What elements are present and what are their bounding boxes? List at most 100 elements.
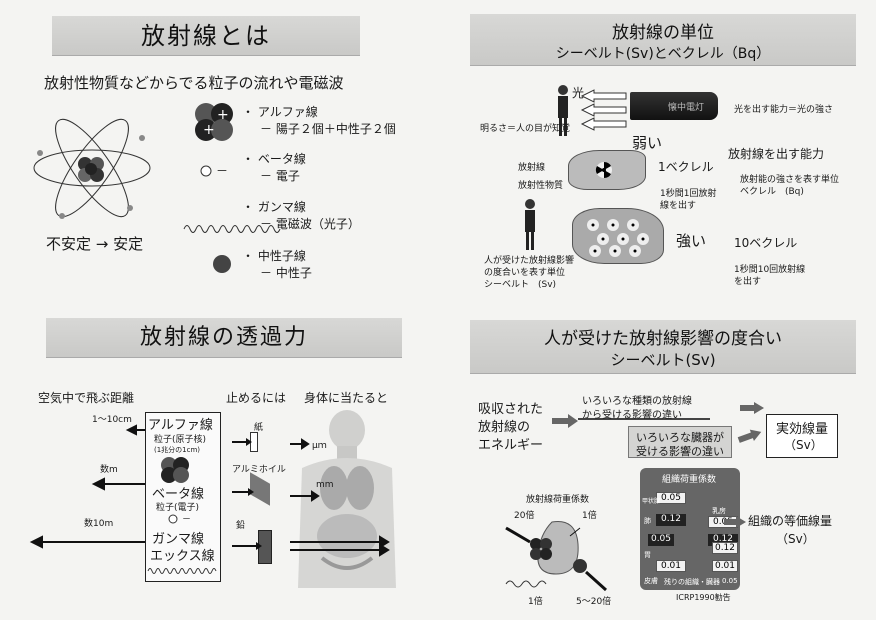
person-icon [558, 85, 568, 136]
micrometer-label: μｍ [312, 441, 327, 451]
stability-text: 不安定 → 安定 [46, 235, 144, 253]
radiation-weight-label: 放射線荷重係数 [526, 495, 590, 505]
section-title: 放射線とは [141, 22, 271, 50]
alpha-size: (1兆分の1cm) [154, 446, 201, 454]
paper-label: 紙 [254, 423, 264, 433]
radiation-icon [587, 219, 649, 257]
radiation-label: 放射線 [518, 163, 546, 173]
organ-illustration [505, 520, 608, 592]
organs-box [628, 426, 732, 458]
emit-power-desc-1: 放射能の強さを表す単位 [740, 175, 840, 185]
radiation-types-box [145, 412, 221, 582]
beta-particle: 粒子(電子) [156, 503, 200, 513]
effective-dose-2: （Sv） [784, 438, 823, 452]
effective-dose-1: 実効線量 [776, 422, 829, 437]
emit-power-desc-2: ベクレル (Bq) [740, 187, 804, 197]
svg-text:+: + [203, 122, 215, 138]
kinds-line-1: いろいろな種類の放射線 [582, 396, 692, 407]
tissue-label-skin: 皮膚 [644, 577, 658, 585]
beta-name: ベータ線 [152, 487, 205, 502]
icrp-label: ICRP1990勧告 [676, 593, 731, 602]
organs-line-1: いろいろな臓器が [636, 431, 724, 444]
sv-desc-3: シーベルト (Sv) [484, 280, 557, 290]
tissue-remainder-value: 0.05 [722, 577, 738, 585]
tissue-value-bone: 0.01 [712, 560, 738, 572]
radioactive-label: 放射性物質 [518, 181, 564, 191]
tissue-label-lung: 肺 [644, 517, 651, 525]
absorbed-1: 吸収された [478, 402, 544, 417]
section-banner-units: 放射線の単位 シーベルト(Sv)とベクレル（Bq） [470, 14, 856, 66]
neutron-ray-desc: － 中性子 [260, 266, 312, 280]
tissue-value-skin: 0.01 [656, 560, 686, 572]
organs-line-2: 受ける影響の違い [636, 445, 724, 458]
flashlight-label: 懐中電灯 [668, 103, 705, 113]
beta-range: 数m [100, 465, 118, 475]
w5-20-label: 5～20倍 [576, 597, 612, 607]
flow-arrow [740, 402, 764, 414]
range-arrows [29, 424, 146, 549]
flow-arrow [552, 414, 578, 428]
section-banner-penetration: 放射線の透過力 [46, 318, 402, 358]
absorbed-3: エネルギー [478, 438, 544, 453]
tissue-value-lung: 0.12 [656, 514, 686, 526]
air-distance-label: 空気中で飛ぶ距離 [38, 391, 135, 405]
section-banner-effect: 人が受けた放射線影響の度合い シーベルト(Sv) [470, 320, 856, 374]
xray-name: エックス線 [150, 549, 215, 564]
tissue-label-stomach: 胃 [644, 551, 651, 559]
tissue-label-breast: 乳房 [712, 507, 726, 515]
flow-arrow [724, 516, 746, 528]
ten-bq-desc-1: 1秒間10回放射線 [734, 265, 806, 275]
flow-arrow [737, 429, 762, 443]
tissue-weight-label: 組織荷重係数 [662, 475, 717, 485]
neutron-ray-label: ・ 中性子線 [242, 249, 306, 263]
radioactive-rock-large [572, 208, 664, 264]
alpha-arrow [232, 438, 252, 446]
tissue-value-colon: 0.12 [712, 542, 738, 554]
svg-text:+: + [217, 107, 229, 123]
alpha-ray-label: ・ アルファ線 [242, 105, 318, 119]
light-label: 光 [572, 86, 585, 100]
weak-label: 弱い [632, 134, 663, 152]
ten-bq-desc-2: を出す [734, 277, 762, 287]
tissue-label-remainder: 残りの組織・臓器 [664, 578, 720, 586]
kinds-line-2: から受ける影響の違い [582, 410, 682, 421]
one-bq-label: 1ベクレル [658, 160, 714, 174]
section-title: 放射線の単位 [612, 23, 714, 43]
kinds-box [578, 388, 710, 420]
penetration-arrows [290, 438, 390, 557]
tissue-value-stomach: 0.05 [648, 534, 674, 546]
w1-top-label: 1倍 [582, 511, 597, 521]
millimeter-label: mm [316, 480, 334, 490]
light-arrows-icon [580, 89, 627, 131]
tissue-value-thyroid: 0.05 [656, 492, 686, 504]
wave-icon [147, 568, 217, 574]
section-title: 放射線の透過力 [139, 325, 308, 350]
beta-ray-desc: － 電子 [260, 169, 300, 183]
beta-ray-label: ・ ベータ線 [242, 152, 306, 166]
q1-subtitle: 放射性物質などからでる粒子の流れや電磁波 [44, 74, 344, 92]
aluminum-label: アルミホイル [232, 465, 286, 475]
body-hit-label: 身体に当たると [304, 391, 389, 405]
section-subtitle: シーベルト(Sv)とベクレル（Bq） [555, 46, 771, 62]
gamma-ray-desc: － 電磁波（光子） [260, 217, 360, 231]
lead-label: 鉛 [236, 521, 246, 531]
equivalent-dose-2: （Sv） [776, 532, 815, 546]
one-bq-desc-2: 線を出す [660, 201, 697, 211]
alpha-name: アルファ線 [148, 418, 213, 433]
sv-desc-1: 人が受けた放射線影響 [484, 256, 575, 266]
emit-power-label: 放射線を出す能力 [728, 147, 825, 161]
radiation-icon [595, 161, 612, 179]
absorbed-2: 放射線の [478, 420, 531, 435]
wave-icon [183, 225, 281, 233]
equivalent-dose-1: 組織の等価線量 [748, 514, 833, 528]
w1-bottom-label: 1倍 [528, 597, 543, 607]
atom-icon [33, 118, 151, 219]
gamma-name: ガンマ線 [152, 532, 205, 547]
stop-with-label: 止めるには [226, 391, 287, 405]
w20-label: 20倍 [514, 511, 535, 521]
one-bq-desc-1: 1秒間1回放射 [660, 189, 717, 199]
neutron-icon [213, 255, 231, 273]
human-body-icon [298, 410, 396, 588]
person-icon [525, 199, 535, 250]
alpha-particle-icon: + + [195, 103, 233, 141]
